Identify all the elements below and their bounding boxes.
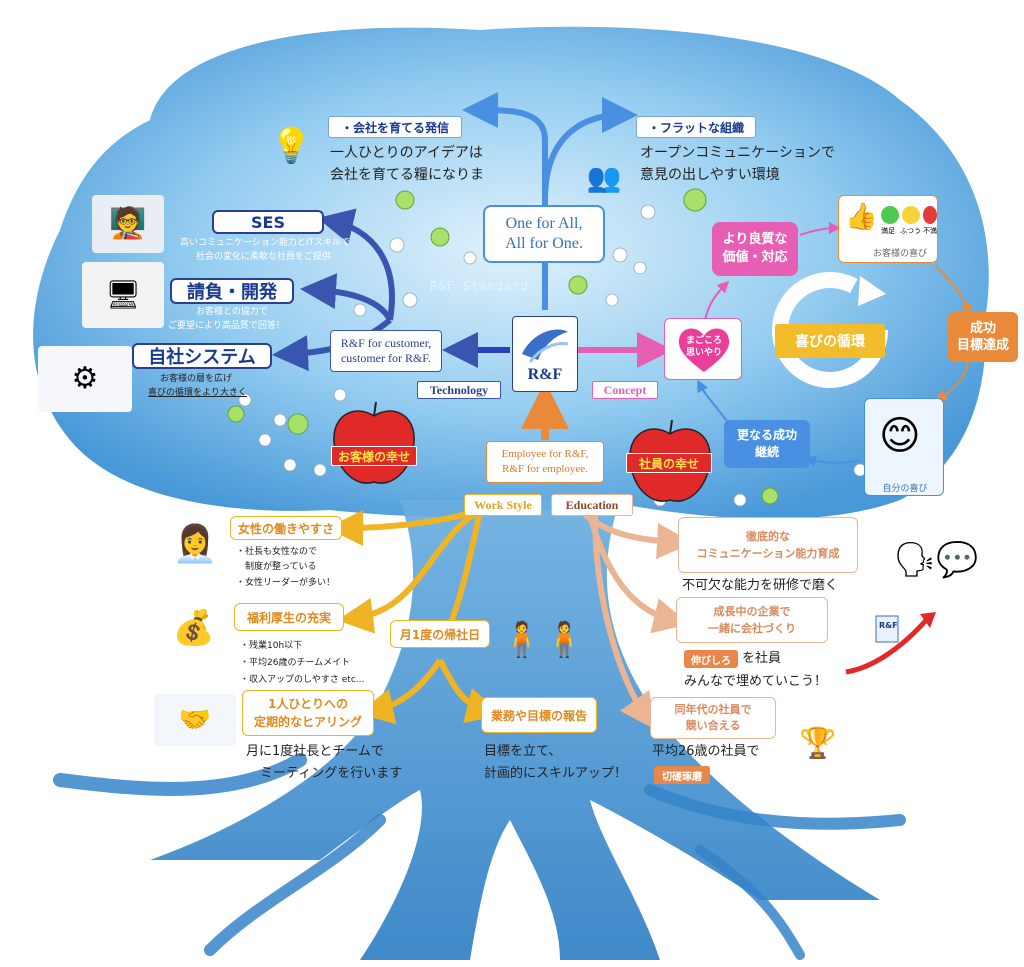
communication-box: 徹底的な コミュニケーション能力育成: [678, 517, 858, 573]
gears-icon: ⚙: [38, 346, 132, 412]
motto-box: One for All, All for One.: [483, 205, 605, 263]
competition-tag: 切磋琢磨: [654, 766, 710, 784]
red-apple-icon: [333, 401, 415, 484]
contract-line2: ご要望により高品質で回答！: [168, 321, 285, 331]
welfare-item-2: ・平均26歳のチームメイト: [240, 658, 351, 668]
women-item-2: 制度が整っている: [236, 562, 317, 572]
two-people-icon: 🧍🧍: [500, 620, 586, 660]
meeting-icon: 🤝: [154, 694, 236, 746]
growing-desc-1: を社員: [742, 651, 782, 666]
work-style-label: Work Style: [464, 494, 542, 516]
thumbs-up-icon: 👍: [845, 202, 878, 232]
own-system-line2: 喜びの循環をより大きく: [148, 388, 247, 398]
welfare-item-3: ・収入アップのしやすさ etc...: [240, 675, 365, 685]
ses-line1: 高いコミュニケーション能力とITスキルで: [180, 238, 350, 248]
contract-title: 請負・開発: [170, 278, 294, 304]
employee-box: Employee for R&F, R&F for employee.: [486, 441, 604, 483]
standard-label: R&F Standard: [430, 279, 529, 293]
self-joy-box: 😊 自分の喜び: [864, 398, 944, 496]
face-neutral-icon: [902, 206, 920, 224]
presenter-icon: 🧑‍🏫: [92, 195, 164, 253]
savings-icon: 💰: [172, 608, 216, 648]
swoosh-icon: [522, 329, 569, 363]
green-apple-icon: [227, 188, 779, 505]
flower-icon: [238, 204, 867, 507]
report-box: 業務や目標の報告: [481, 697, 597, 733]
for-customer-box: R&F for customer, customer for R&F.: [330, 330, 442, 372]
heart-icon: [678, 328, 730, 372]
flat-org-title: ・フラットな組織: [636, 116, 756, 138]
growing-desc-2: みんなで埋めていこう！: [684, 674, 828, 689]
cycle-label: 喜びの循環: [775, 324, 885, 358]
monthly-return-box: 月1度の帰社日: [390, 620, 490, 648]
communication-desc: 不可欠な能力を研修で磨く: [682, 578, 839, 593]
own-system-title: 自社システム: [132, 343, 272, 369]
welfare-item-1: ・残業10h以下: [240, 641, 303, 651]
company-growth-title: ・会社を育てる発信: [328, 116, 462, 138]
lightbulb-icon: 💡: [270, 126, 313, 166]
better-value-box: より良質な 価値・対応: [712, 222, 798, 276]
dev-screen-icon: 🖥: [82, 262, 164, 328]
hearing-box: 1人ひとりへの 定期的なヒアリング: [242, 690, 374, 736]
rf-logo: R&F: [512, 316, 578, 392]
ses-title: SES: [212, 210, 324, 234]
peers-box: 同年代の社員で 競い合える: [650, 697, 776, 739]
employee-happiness-label: 社員の幸せ: [626, 453, 712, 473]
company-growth-line2: 会社を育てる糧になりま: [330, 167, 484, 183]
flat-org-line2: 意見の出しやすい環境: [640, 167, 780, 183]
report-desc-1: 目標を立て、: [484, 744, 562, 759]
customer-happiness-label: お客様の幸せ: [331, 446, 417, 466]
ses-line2: 社会の変化に柔軟な社員をご提供: [196, 252, 332, 262]
growing-company-box: 成長中の企業で 一緒に会社づくり: [676, 597, 828, 643]
face-satisfied-icon: [881, 206, 899, 224]
women-item-1: ・社長も女性なので: [236, 547, 318, 557]
team-podium-icon: 🏆: [799, 726, 837, 761]
tree-crown: [33, 26, 989, 519]
further-success-box: 更なる成功 継続: [724, 420, 810, 468]
welfare-title: 福利厚生の充実: [234, 603, 344, 631]
concept-label: Concept: [592, 381, 658, 399]
growth-tag: 伸びしろ: [684, 650, 738, 668]
self-joy-label: 自分の喜び: [882, 484, 928, 494]
woman-at-desk-icon: 👩‍💼: [172, 524, 218, 565]
education-label: Education: [551, 494, 633, 516]
conversation-icon: 🗣💬: [893, 540, 979, 580]
technology-label: Technology: [417, 381, 501, 399]
customer-joy-box: 👍 満足 ふつう 不満 お客様の喜び: [838, 195, 938, 263]
hearing-desc-2: ミーティングを行います: [260, 766, 403, 781]
customer-apple: [326, 398, 422, 490]
women-item-3: ・女性リーダーが多い！: [236, 578, 336, 588]
customer-joy-label: お客様の喜び: [873, 249, 928, 259]
face-dissatisfied-icon: [923, 206, 937, 224]
growth-chart-icon: R&F: [842, 608, 938, 678]
women-title: 女性の働きやすさ: [230, 516, 342, 540]
contract-line1: お客様との協力で: [196, 307, 268, 317]
happy-person-icon: 😊: [879, 413, 921, 459]
own-system-line1: お客様の層を広げ: [160, 374, 233, 384]
report-desc-2: 計画的にスキルアップ！: [484, 766, 628, 781]
heart-box: まごころ 思いやり: [664, 318, 742, 380]
peers-desc: 平均26歳の社員で: [652, 744, 760, 759]
success-box: 成功 目標達成: [948, 312, 1018, 362]
hearing-desc-1: 月に1度社長とチームで: [246, 744, 384, 759]
rf-badge-text: R&F: [879, 621, 898, 630]
people-circle-icon: 👥: [586, 161, 622, 194]
flat-org-line1: オープンコミュニケーションで: [640, 145, 835, 161]
company-growth-line1: 一人ひとりのアイデアは: [330, 145, 483, 161]
